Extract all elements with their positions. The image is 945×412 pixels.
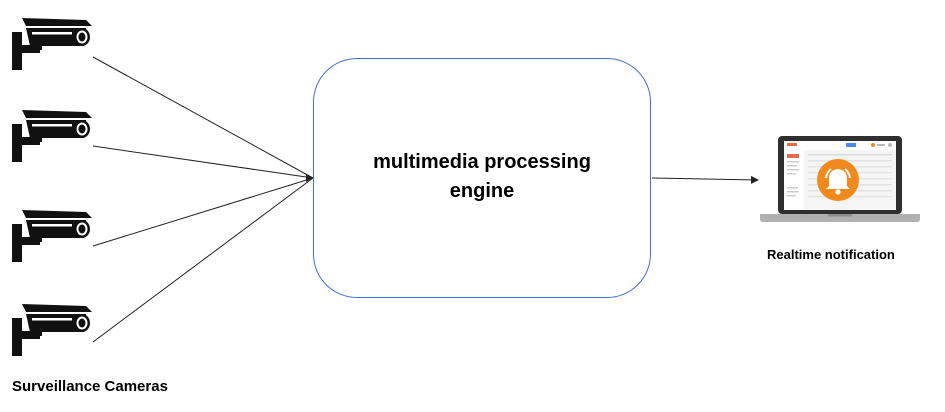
cameras-label: Surveillance Cameras: [12, 378, 168, 395]
connector-line: [92, 177, 314, 247]
output-arrow: [651, 175, 759, 184]
connector-line: [92, 145, 314, 179]
cctv-camera-icon: [12, 304, 92, 356]
bell-icon: [817, 159, 859, 201]
notification-label: Realtime notification: [767, 247, 895, 262]
cctv-camera-icon: [12, 18, 92, 70]
laptop-notification-icon: [760, 136, 920, 222]
connector-line: [92, 56, 314, 179]
processing-engine-box: multimedia processing engine: [313, 58, 651, 298]
cctv-camera-icon: [12, 210, 92, 262]
cctv-camera-icon: [12, 110, 92, 162]
connector-arrowhead: [306, 174, 313, 182]
engine-label: multimedia processing engine: [373, 151, 591, 202]
connector-line: [92, 177, 314, 343]
